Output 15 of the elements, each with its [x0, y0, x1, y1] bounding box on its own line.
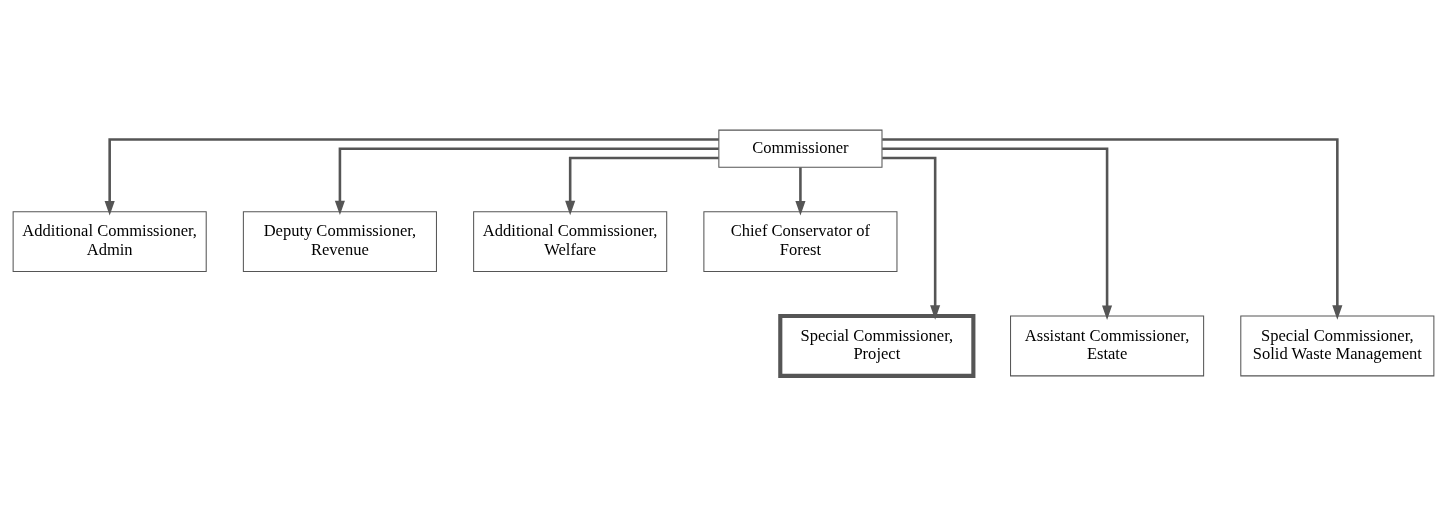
node-box: Special Commissioner, Solid Waste Management: [1240, 315, 1435, 377]
arrow: [882, 156, 941, 320]
arrow: [565, 156, 719, 216]
node-box: Assistant Commissioner, Estate: [1010, 315, 1205, 377]
arrow: [882, 138, 1343, 320]
node-box: Additional Commissioner, Admin: [12, 211, 207, 273]
node-box: Chief Conservator of Forest: [703, 211, 898, 273]
arrow: [882, 147, 1113, 320]
arrow: [795, 167, 806, 216]
arrow: [334, 147, 719, 216]
node-box: Special Commissioner, Project: [778, 313, 976, 378]
node-box: Additional Commissioner, Welfare: [473, 211, 668, 273]
node-box: Deputy Commissioner, Revenue: [242, 211, 437, 273]
node-box: Commissioner: [718, 129, 883, 168]
arrow: [104, 138, 719, 216]
